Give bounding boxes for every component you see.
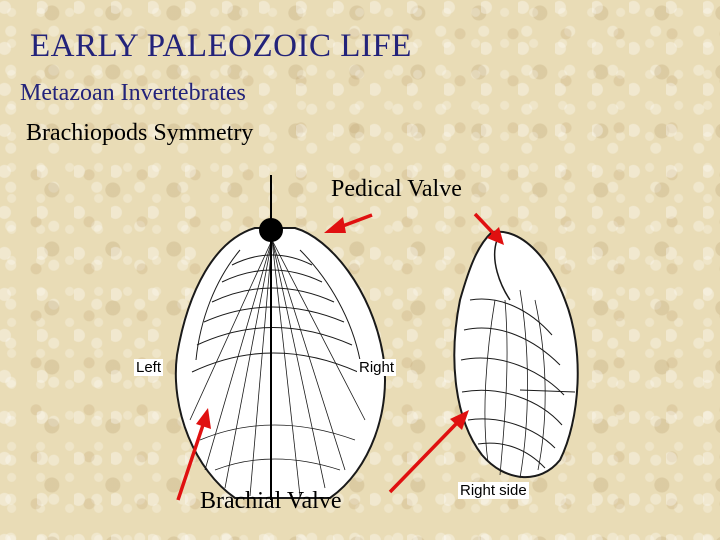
side-shell-outline <box>453 230 579 479</box>
dorsal-shell-outline <box>174 227 386 499</box>
dorsal-shell-illustration <box>174 227 386 499</box>
brachial-arrowhead-right <box>450 410 469 430</box>
brachial-arrow-left <box>176 424 205 501</box>
pedical-valve-label: Pedical Valve <box>331 176 462 202</box>
right-side-label: Right side <box>458 482 529 499</box>
side-shell-illustration <box>453 230 579 479</box>
pedical-arrowhead-right <box>487 227 504 245</box>
slide-title: EARLY PALEOZOIC LIFE <box>30 28 412 64</box>
brachial-arrow-right <box>388 422 458 494</box>
slide-subtitle-2: Brachiopods Symmetry <box>26 120 254 146</box>
annotation-arrows <box>176 212 504 501</box>
pedical-arrow-left <box>339 213 373 229</box>
brachial-arrowhead-left <box>196 408 211 429</box>
slide-subtitle: Metazoan Invertebrates <box>20 80 246 106</box>
pedical-arrow-right <box>473 212 496 236</box>
left-label: Left <box>134 359 164 376</box>
pedical-arrowhead-left <box>324 217 346 233</box>
right-label: Right <box>357 359 397 376</box>
brachial-valve-label: Brachial Valve <box>200 488 342 514</box>
